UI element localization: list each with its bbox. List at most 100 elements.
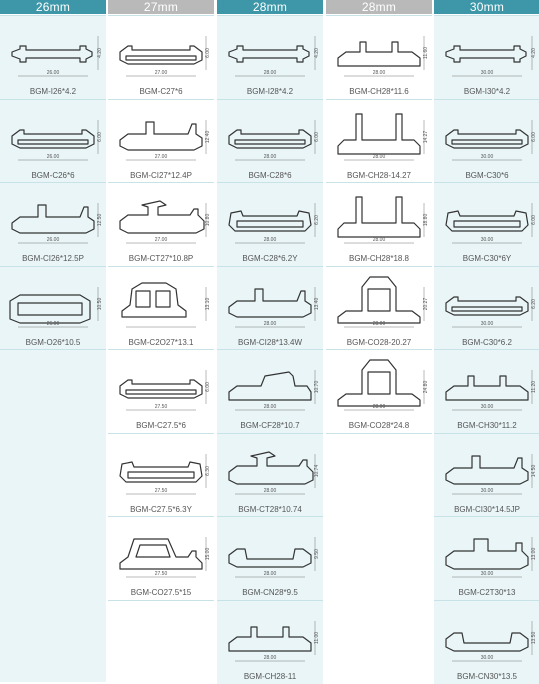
profile-drawing: 27.506.30 bbox=[119, 453, 211, 494]
profile-drawing: 28.006.00 bbox=[228, 119, 320, 160]
profile-label: BGM-CF28*10.7 bbox=[240, 421, 300, 430]
profile-outline bbox=[228, 287, 312, 318]
height-dimension-text: 10.50 bbox=[97, 297, 103, 310]
height-dimension-text: 6.00 bbox=[97, 131, 103, 141]
height-dimension-text: 6.20 bbox=[314, 215, 320, 225]
profile-label: BGM-CI26*12.5P bbox=[22, 254, 84, 263]
height-dimension-text: 12.40 bbox=[205, 130, 211, 143]
height-dimension-text: 6.20 bbox=[531, 298, 537, 308]
profile-outline bbox=[445, 45, 527, 63]
height-dimension-text: 9.50 bbox=[314, 549, 320, 559]
height-dimension-text: 11.00 bbox=[314, 631, 320, 643]
height-dimension-text: 6.00 bbox=[205, 382, 211, 392]
profile-outline bbox=[337, 196, 421, 238]
height-dimension-text: 10.80 bbox=[205, 214, 211, 227]
width-dimension-text: 30.00 bbox=[481, 571, 494, 577]
width-dimension-text: 27.00 bbox=[155, 154, 168, 160]
profile-label: BGM-CH30*11.2 bbox=[457, 421, 517, 430]
width-dimension-text: 28.00 bbox=[264, 571, 277, 577]
profile-label: BGM-CN28*9.5 bbox=[242, 588, 298, 597]
profile-drawing: 28.004.20 bbox=[228, 36, 320, 77]
profile-label: BGM-CN30*13.5 bbox=[456, 671, 518, 681]
profile-outline bbox=[445, 375, 529, 401]
width-dimension-text: 26.00 bbox=[47, 154, 60, 160]
height-dimension-text: 15.00 bbox=[205, 548, 211, 561]
profile-label: BGM-C30*6 bbox=[465, 170, 509, 180]
profile-drawing: 30.00 4.20 bbox=[445, 36, 537, 77]
profile-outline bbox=[445, 128, 529, 149]
profile-outline bbox=[337, 112, 421, 155]
profile-label: BGM-C28*6.2Y bbox=[242, 254, 298, 263]
profile-label: BGM-C27.5*6 bbox=[136, 421, 186, 430]
profile-outline bbox=[337, 359, 421, 407]
height-dimension-text: 4.20 bbox=[531, 48, 537, 58]
profile-outline bbox=[228, 450, 314, 485]
profile-label: BGM-C30*6.2 bbox=[462, 337, 512, 347]
height-dimension-text: 18.80 bbox=[423, 214, 429, 227]
height-dimension-text: 6.00 bbox=[531, 131, 537, 141]
profile-label: BGM-C28*6 bbox=[248, 170, 292, 180]
width-dimension-text: 27.00 bbox=[155, 237, 168, 243]
width-dimension-text: 28.00 bbox=[373, 154, 386, 160]
profile-label: BGM-CH28*11.6 bbox=[349, 87, 409, 96]
column-header: 27mm bbox=[108, 0, 214, 14]
profile-label: BGM-O26*10.5 bbox=[25, 337, 81, 347]
width-dimension-text: 27.00 bbox=[155, 70, 168, 76]
width-dimension-text: 28.00 bbox=[264, 488, 277, 494]
profile-outline bbox=[445, 631, 529, 652]
width-dimension-text: 27.50 bbox=[155, 571, 168, 577]
width-dimension-text: 30.00 bbox=[481, 154, 494, 160]
width-dimension-text: 30.00 bbox=[481, 70, 494, 76]
profile-drawing: 26.00 6.00 bbox=[11, 119, 103, 160]
profile-drawing: 28.006.20 bbox=[228, 203, 320, 244]
profile-label: BGM-CI27*12.4P bbox=[130, 170, 192, 180]
column-header: 26mm bbox=[0, 0, 106, 14]
profile-drawing: 13.10 bbox=[121, 281, 211, 327]
height-dimension-text: 24.80 bbox=[423, 381, 429, 394]
profile-label: BGM-I30*4.2 bbox=[463, 87, 511, 96]
height-dimension-text: 11.20 bbox=[531, 381, 537, 393]
width-dimension-text: 27.50 bbox=[155, 488, 168, 494]
